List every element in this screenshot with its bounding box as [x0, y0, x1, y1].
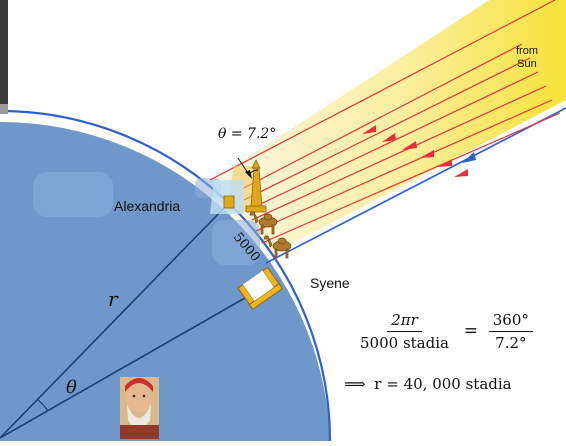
result-text: r = 40, 000 stadia: [374, 375, 512, 393]
ray-arrow: [462, 152, 476, 163]
sun-ray-lower-edge: [265, 107, 566, 264]
obelisk-angle-label: θ = 7.2°: [218, 126, 276, 142]
ray-arrow: [454, 169, 468, 177]
radius-to-alexandria: [0, 207, 225, 439]
rhs-numerator: 360°: [488, 311, 533, 332]
well-icon: [237, 266, 284, 310]
sun-ray: [243, 57, 531, 201]
center-angle-arc: [37, 399, 49, 412]
ray-arrow: [382, 133, 396, 142]
photo-edge: [0, 0, 8, 104]
map-blob: [212, 220, 260, 265]
rhs-fraction: 360° 7.2°: [488, 311, 533, 352]
implies-symbol: ⟹: [344, 375, 366, 393]
angle-pointer-head: [245, 170, 252, 179]
sun-rays: [239, 43, 561, 244]
result-equation: ⟹ r = 40, 000 stadia: [344, 375, 512, 393]
map-blob: [33, 172, 113, 217]
center-angle-label: θ: [66, 377, 77, 398]
circumference-equation: 2πr 5000 stadia = 360° 7.2°: [356, 311, 533, 352]
eratosthenes-portrait: [120, 377, 159, 439]
camel-icon: [263, 235, 292, 259]
sun-ray: [255, 99, 553, 232]
sunlight-band: [205, 0, 566, 255]
radius-to-syene: [0, 293, 253, 439]
sun-label-line2: Sun: [517, 58, 537, 70]
sun-ray: [261, 112, 561, 244]
sun-ray: [239, 43, 523, 191]
sun-ray: [251, 85, 547, 221]
ray-arrow: [420, 150, 434, 158]
obelisk-icon: [210, 159, 267, 214]
radius-label: r: [108, 287, 119, 311]
lhs-fraction: 2πr 5000 stadia: [356, 311, 453, 352]
sun-label-line1: from: [516, 45, 538, 57]
rhs-denominator: 7.2°: [495, 334, 527, 352]
lhs-numerator: 2πr: [387, 311, 422, 332]
ray-arrow: [362, 125, 376, 134]
sun-ray: [247, 71, 539, 211]
equals-sign: =: [463, 320, 478, 341]
sun-ray-upper-edge: [209, 0, 556, 181]
camel-icon: [249, 211, 278, 235]
lhs-denominator: 5000 stadia: [360, 334, 449, 352]
ray-arrow: [402, 141, 417, 150]
alexandria-label: Alexandria: [114, 198, 180, 214]
syene-label: Syene: [310, 275, 350, 291]
